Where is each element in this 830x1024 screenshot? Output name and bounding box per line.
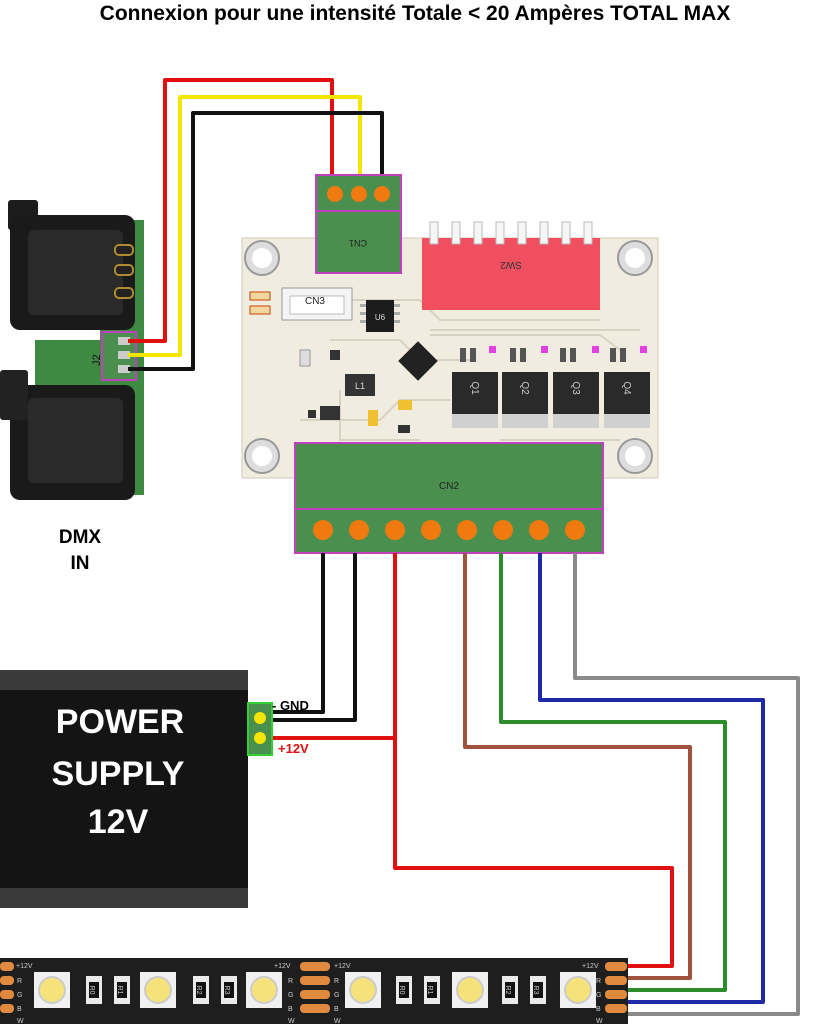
strip-pin-r: R bbox=[334, 978, 339, 985]
dmx-wires bbox=[128, 78, 384, 371]
strip-pin-g: G bbox=[288, 992, 293, 999]
channel-wire-green bbox=[499, 553, 727, 992]
gnd-wire-2 bbox=[262, 553, 357, 722]
diagram-title: Connexion pour une intensité Totale < 20… bbox=[99, 2, 731, 25]
plus12-wire-strip bbox=[393, 738, 674, 968]
mcu-chip bbox=[398, 341, 438, 381]
dmx-label-line2: IN bbox=[71, 553, 90, 574]
cn2-body bbox=[294, 442, 604, 510]
led-chips bbox=[34, 972, 596, 1008]
dmx-wire-black bbox=[128, 111, 384, 371]
j2-label: J2 bbox=[91, 354, 103, 366]
mosfet-q2 bbox=[502, 372, 548, 414]
q1-label: Q1 bbox=[469, 381, 480, 395]
strip-pin-w: W bbox=[596, 1018, 603, 1024]
output-wires bbox=[262, 553, 800, 1016]
strip-pin-b: B bbox=[334, 1006, 339, 1013]
cn2-terminal-pins bbox=[294, 508, 604, 554]
q4-label: Q4 bbox=[621, 381, 632, 395]
psu-label-line3: 12V bbox=[88, 803, 149, 841]
strip-pin-g: G bbox=[334, 992, 339, 999]
strip-pin-r: R bbox=[596, 978, 601, 985]
psu-top-edge bbox=[0, 670, 248, 690]
strip-pin-w: W bbox=[288, 1018, 295, 1024]
led-strip: R0 R1 R2 R3 R0 R1 R2 R3 +12V +12V +12V +… bbox=[0, 958, 628, 1024]
dmx-label-line1: DMX bbox=[59, 527, 102, 548]
strip-12v-label: +12V bbox=[16, 963, 33, 970]
dmx-wire-red bbox=[128, 78, 334, 343]
sw2-dip-switch bbox=[422, 238, 600, 310]
d2-diode bbox=[368, 410, 378, 426]
cn1-label: CN1 bbox=[349, 238, 367, 248]
cn1-body bbox=[315, 210, 402, 274]
gnd-wire-1 bbox=[262, 553, 325, 714]
sw2-label: SW2 bbox=[500, 259, 522, 270]
mosfet-q1 bbox=[452, 372, 498, 414]
strip-resistor-r0: R0 bbox=[398, 986, 405, 995]
l1-inductor bbox=[345, 374, 375, 396]
strip-resistor-r1: R1 bbox=[426, 986, 433, 995]
led1 bbox=[249, 291, 271, 301]
strip-12v-label: +12V bbox=[582, 963, 599, 970]
strip-pin-g: G bbox=[596, 992, 601, 999]
strip-pin-b: B bbox=[288, 1006, 293, 1013]
u6-chip bbox=[366, 300, 394, 332]
strip-resistor-r3: R3 bbox=[532, 986, 539, 995]
psu-bottom-edge bbox=[0, 888, 248, 908]
dmx-connector: J2 bbox=[0, 200, 144, 500]
strip-pin-g: G bbox=[17, 992, 22, 999]
q3-label: Q3 bbox=[570, 381, 581, 395]
channel-wire-grey bbox=[573, 553, 800, 1016]
strip-resistor-r2: R2 bbox=[504, 986, 511, 995]
strip-pin-r: R bbox=[17, 978, 22, 985]
psu-body bbox=[0, 690, 248, 888]
power-supply: POWER SUPPLY 12V bbox=[0, 670, 273, 908]
strip-pin-w: W bbox=[334, 1018, 341, 1024]
q2-label: Q2 bbox=[519, 381, 530, 395]
psu-terminal bbox=[247, 702, 273, 756]
strip-resistor-r1: R1 bbox=[116, 986, 123, 995]
c7-capacitor bbox=[398, 400, 412, 410]
mosfet-q4 bbox=[604, 372, 650, 414]
l1-label: L1 bbox=[355, 381, 365, 391]
strip-12v-label: +12V bbox=[274, 963, 291, 970]
cn3-label: CN3 bbox=[305, 296, 325, 307]
channel-wire-brown bbox=[463, 553, 692, 980]
strip-pin-w: W bbox=[17, 1018, 24, 1024]
channel-wire-blue bbox=[538, 553, 765, 1004]
mosfet-row: Q1 Q2 Q3 Q4 bbox=[452, 372, 650, 428]
strip-resistor-r2: R2 bbox=[195, 986, 202, 995]
psu-label-line1: POWER bbox=[56, 703, 184, 741]
strip-pin-r: R bbox=[288, 978, 293, 985]
plus12v-label: +12V bbox=[278, 741, 309, 756]
strip-resistor-r0: R0 bbox=[88, 986, 95, 995]
gnd-label: - GND bbox=[272, 698, 309, 713]
psu-label-line2: SUPPLY bbox=[52, 755, 185, 793]
controller-board: CN1 SW2 CN3 U6 L1 bbox=[241, 174, 659, 554]
led2 bbox=[249, 305, 271, 315]
dmx-wire-yellow bbox=[128, 95, 362, 357]
mosfet-q3 bbox=[553, 372, 599, 414]
transistor bbox=[320, 406, 340, 420]
cn2-label: CN2 bbox=[439, 481, 459, 492]
u6-label: U6 bbox=[375, 313, 386, 322]
strip-pin-b: B bbox=[596, 1006, 601, 1013]
strip-resistor-r3: R3 bbox=[223, 986, 230, 995]
strip-pin-b: B bbox=[17, 1006, 22, 1013]
strip-12v-label: +12V bbox=[334, 963, 351, 970]
